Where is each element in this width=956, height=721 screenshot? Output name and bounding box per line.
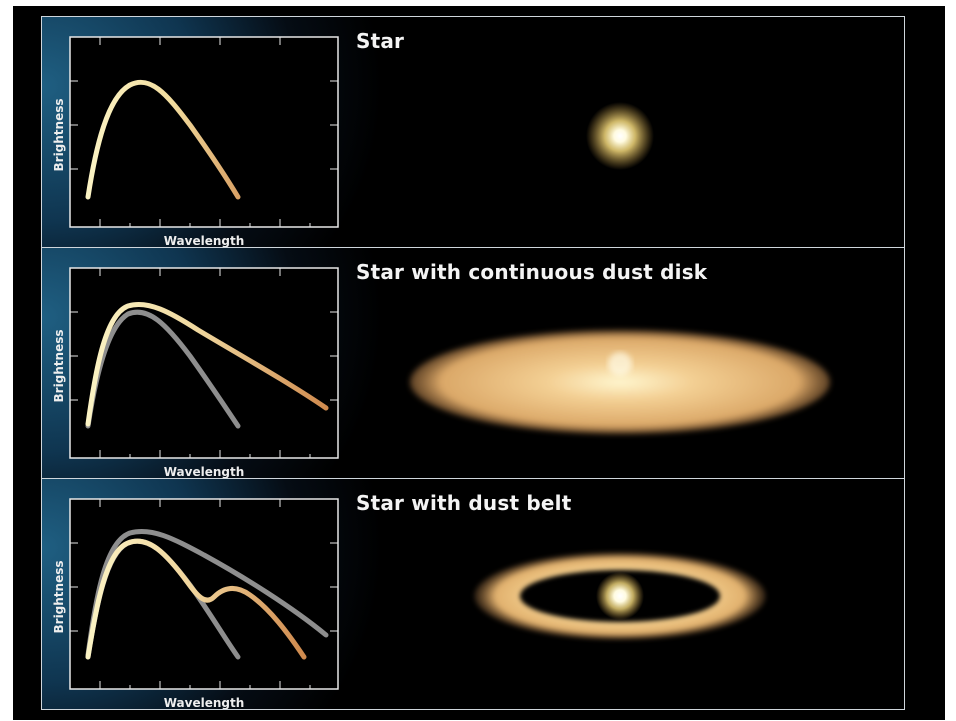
- star-glow: [586, 102, 654, 170]
- belt-spectrum-curve: [85, 538, 307, 660]
- disk-spectrum-curve: [85, 302, 329, 427]
- star-center: [608, 352, 632, 376]
- x-axis-label: Wavelength: [164, 465, 245, 479]
- star-illustration: [586, 102, 654, 170]
- star-spectrum-curve: [85, 79, 241, 200]
- sed-plot-dust-belt: Brightness Wavelength: [52, 498, 339, 710]
- continuous-dust-disk: [410, 330, 830, 434]
- panel-title: Star with dust belt: [356, 491, 572, 515]
- plot-axes-box: [69, 498, 339, 690]
- x-axis-label: Wavelength: [164, 696, 245, 710]
- dust-disk-illustration: [410, 330, 830, 434]
- star-glow: [596, 572, 644, 620]
- sed-plot-star: Brightness Wavelength: [52, 36, 339, 248]
- star-only-curve: [85, 309, 241, 429]
- x-axis-label: Wavelength: [164, 234, 245, 248]
- panel-continuous-disk: Brightness Wavelength Star with continuo…: [41, 247, 905, 480]
- diagram-frame: Brightness Wavelength Star: [13, 6, 945, 720]
- dust-belt-illustration: [474, 552, 766, 640]
- plot-axes-box: [69, 267, 339, 459]
- continuous-disk-reference-curve: [85, 528, 329, 658]
- sed-plot-continuous-disk: Brightness Wavelength: [52, 267, 339, 479]
- y-axis-label: Brightness: [52, 560, 66, 633]
- panel-star: Brightness Wavelength Star: [41, 16, 905, 249]
- y-axis-label: Brightness: [52, 98, 66, 171]
- panel-dust-belt: Brightness Wavelength Star with dust bel…: [41, 478, 905, 710]
- panel-title: Star: [356, 29, 405, 53]
- y-axis-label: Brightness: [52, 329, 66, 402]
- plot-axes-box: [69, 36, 339, 228]
- panel-title: Star with continuous dust disk: [356, 260, 708, 284]
